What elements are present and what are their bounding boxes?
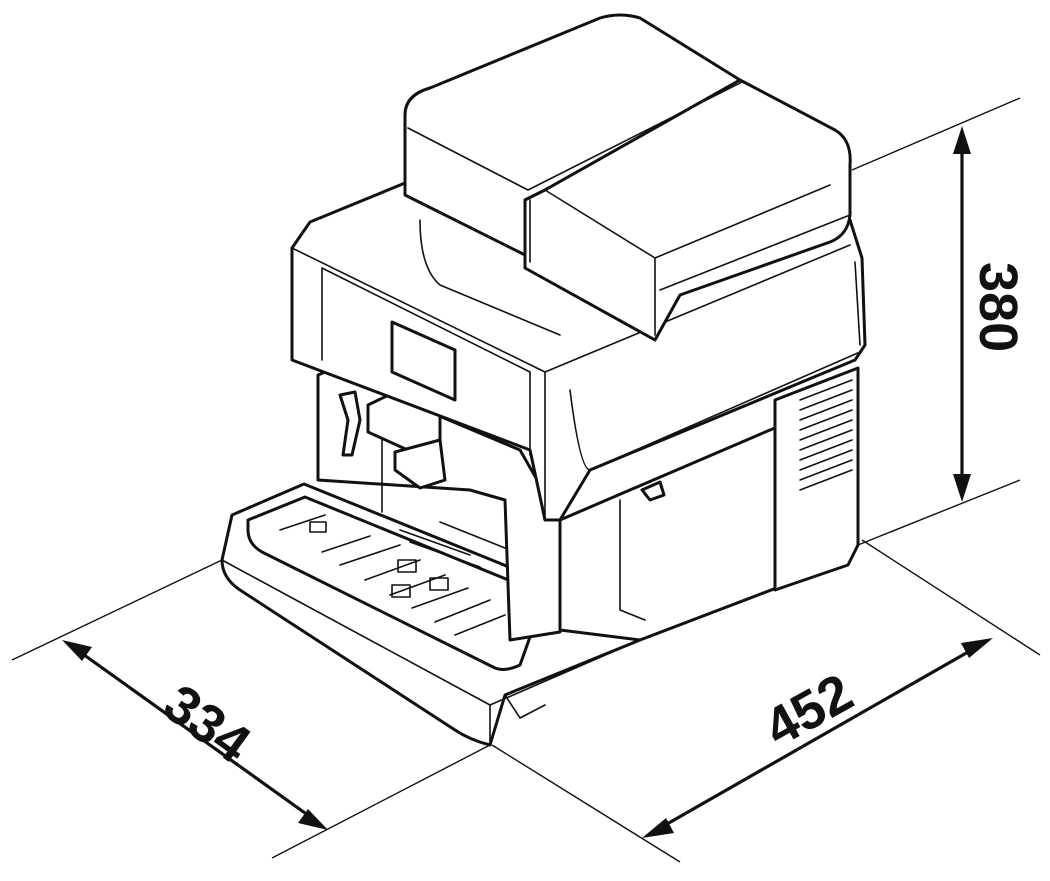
- depth-label: 334: [153, 673, 261, 775]
- coffee-machine: [220, 13, 867, 747]
- height-label: 380: [968, 262, 1028, 352]
- extension-lines: [11, 97, 1041, 863]
- water-tank: [773, 366, 860, 592]
- vent-grille: [799, 379, 853, 491]
- width-label: 452: [755, 662, 863, 758]
- hot-water-nozzle: [338, 390, 362, 457]
- display-panel: [390, 320, 457, 402]
- dimension-width: [642, 638, 993, 838]
- dimension-height: [953, 126, 971, 502]
- drip-tray-grid: [246, 495, 547, 671]
- dimension-depth: [62, 640, 328, 830]
- steam-wand: [640, 480, 666, 502]
